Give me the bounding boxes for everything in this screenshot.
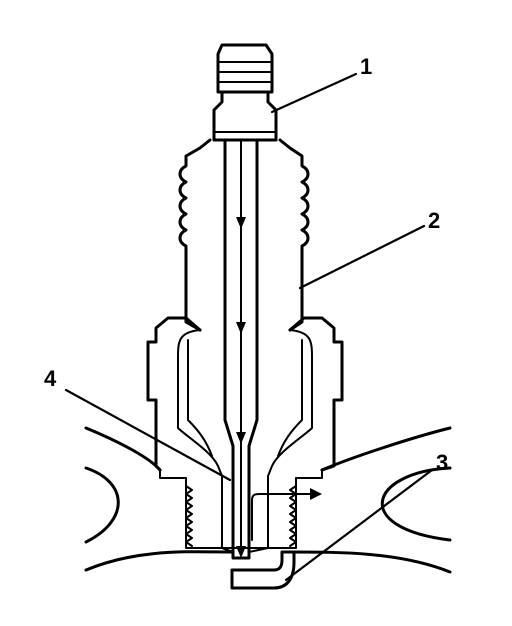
callout-2: 2 bbox=[428, 208, 440, 233]
callout-4: 4 bbox=[44, 366, 57, 391]
insulator-body bbox=[178, 138, 310, 332]
ground-electrode bbox=[230, 550, 296, 590]
callout-3: 3 bbox=[436, 450, 448, 475]
leader-lines bbox=[64, 72, 434, 582]
callout-1: 1 bbox=[360, 54, 372, 79]
leader-line-4 bbox=[64, 388, 232, 482]
right-arrow-icon bbox=[310, 488, 322, 500]
leader-line-2 bbox=[298, 224, 426, 290]
terminal-stud bbox=[212, 90, 278, 142]
thread-section bbox=[185, 477, 297, 549]
heat-flow-path bbox=[251, 493, 313, 541]
metal-shell bbox=[146, 316, 344, 553]
down-arrow-icon bbox=[236, 432, 246, 444]
leader-line-3 bbox=[284, 468, 434, 582]
down-arrow-icon bbox=[236, 217, 246, 229]
terminal-nut bbox=[216, 43, 274, 94]
down-arrow-icon bbox=[236, 322, 246, 334]
leader-line-1 bbox=[270, 72, 358, 114]
center-electrode bbox=[223, 138, 259, 560]
